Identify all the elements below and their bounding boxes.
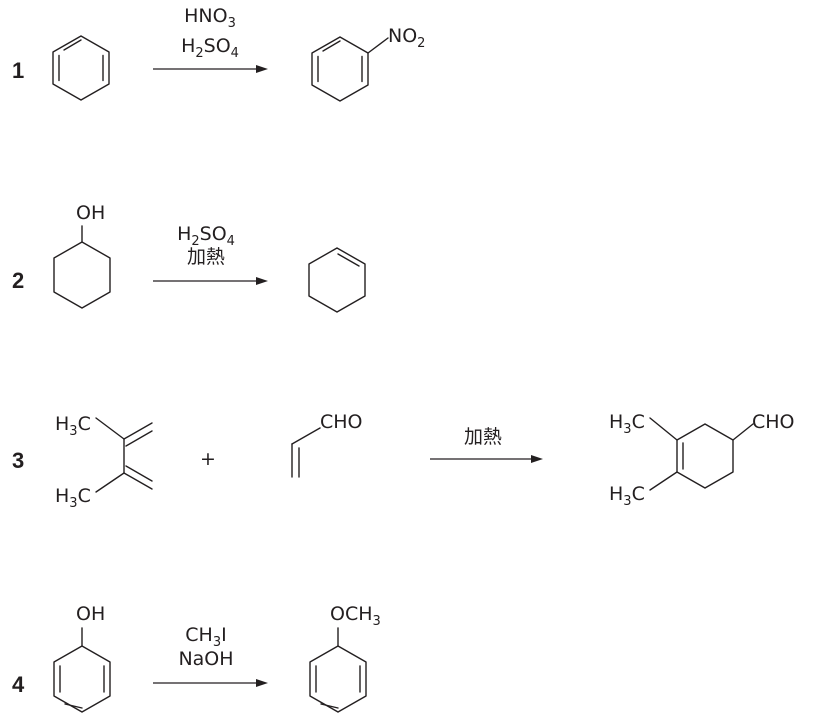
methyl-label-top: H3C xyxy=(609,411,645,437)
reagent-hno3: HNO3 xyxy=(184,5,236,31)
methyl-label-top: H3C xyxy=(55,413,91,439)
reaction-arrow xyxy=(153,679,268,687)
methyl-label-bottom: H3C xyxy=(609,483,645,509)
reaction-1: 1 HNO3 H2SO4 NO2 xyxy=(12,5,425,102)
reaction-3: 3 H3C H3C + CHO 加熱 H3C xyxy=(12,411,795,511)
cyclohexene-carbaldehyde-product: H3C H3C CHO xyxy=(609,411,795,509)
nitro-group-label: NO2 xyxy=(388,25,425,51)
benzene-reactant xyxy=(52,35,110,101)
aldehyde-label: CHO xyxy=(752,411,795,433)
reaction-arrow xyxy=(153,277,268,285)
phenol-reactant: OH xyxy=(53,603,111,713)
reaction-4: 4 OH CH3I NaOH OCH3 xyxy=(12,603,381,713)
reagent-methyl-iodide: CH3I xyxy=(185,624,226,650)
cyclohexene-product xyxy=(308,247,366,313)
reagent-h2so4: H2SO4 xyxy=(181,35,239,61)
dimethylbutadiene-reactant: H3C H3C xyxy=(55,413,153,511)
aldehyde-label: CHO xyxy=(320,411,363,433)
anisole-product: OCH3 xyxy=(309,603,381,713)
acrolein-reactant: CHO xyxy=(291,411,363,478)
reaction-number: 4 xyxy=(12,672,25,697)
nitrobenzene-product: NO2 xyxy=(311,25,425,102)
methyl-label-bottom: H3C xyxy=(55,485,91,511)
reagent-naoh: NaOH xyxy=(178,648,233,670)
reagent-heat: 加熱 xyxy=(464,426,502,448)
hydroxyl-label: OH xyxy=(76,202,105,224)
reaction-arrow xyxy=(153,65,268,73)
plus-sign: + xyxy=(200,448,216,470)
reaction-number: 1 xyxy=(12,58,24,83)
cyclohexanol-reactant: OH xyxy=(53,202,111,309)
hydroxyl-label: OH xyxy=(76,603,105,625)
reaction-number: 3 xyxy=(12,448,24,473)
methoxy-label: OCH3 xyxy=(330,603,381,629)
reaction-number: 2 xyxy=(12,268,24,293)
reagent-heat: 加熱 xyxy=(187,246,225,268)
reaction-arrow xyxy=(430,455,543,463)
reaction-2: 2 OH H2SO4 加熱 xyxy=(12,202,366,313)
reagent-h2so4: H2SO4 xyxy=(177,223,235,249)
